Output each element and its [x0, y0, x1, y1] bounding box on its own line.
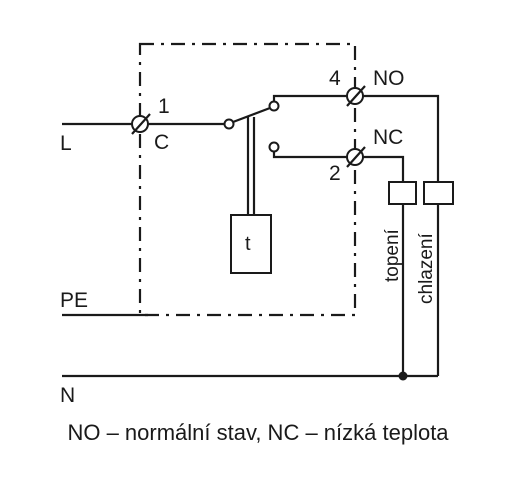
label-L: L	[60, 132, 72, 155]
label-terminal-2: 2	[329, 162, 341, 185]
label-terminal-4: 4	[329, 67, 341, 90]
thermostat-sensor-box	[230, 214, 272, 274]
screw-terminal-4	[346, 85, 366, 107]
switch-blade	[232, 106, 271, 124]
label-terminal-NC: NC	[373, 126, 403, 149]
label-terminal-NO: NO	[373, 67, 405, 90]
wire-nc	[272, 152, 405, 182]
common-contact-point	[223, 118, 235, 130]
label-thermostat: t	[245, 233, 251, 255]
junction-node	[398, 371, 408, 381]
label-terminal-C: C	[154, 131, 169, 154]
label-cooling: chlazení	[416, 233, 437, 304]
screw-terminal-1	[131, 113, 151, 135]
label-heating: topení	[382, 228, 403, 282]
nc-contact-point	[268, 141, 280, 153]
no-contact-point	[268, 100, 280, 112]
label-terminal-1: 1	[158, 95, 170, 118]
screw-terminal-2	[346, 146, 366, 168]
thermostat-housing	[138, 42, 357, 317]
label-N: N	[60, 384, 75, 407]
diagram-caption: NO – normální stav, NC – nízká teplota	[67, 420, 449, 445]
label-PE: PE	[60, 289, 88, 312]
heating-relay	[388, 181, 417, 205]
cooling-relay	[423, 181, 454, 205]
